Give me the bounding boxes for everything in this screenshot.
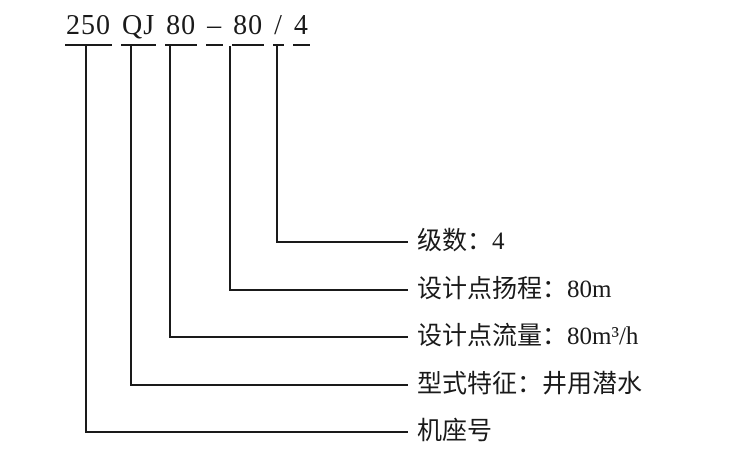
label-frame-number: 机座号 bbox=[417, 418, 493, 445]
model-segment-head-value: 80 bbox=[232, 10, 265, 46]
vline-design-head bbox=[229, 46, 231, 291]
model-segment-flow-value: 80 bbox=[165, 10, 198, 46]
vline-design-flow bbox=[169, 46, 171, 338]
model-segment-slash-separator: / bbox=[273, 10, 284, 46]
vline-stage-count bbox=[276, 46, 278, 243]
label-design-flow: 设计点流量：80m³/h bbox=[417, 323, 639, 350]
label-stage-count: 级数：4 bbox=[417, 228, 505, 255]
label-type-feature: 型式特征：井用潜水 bbox=[417, 371, 643, 398]
model-segment-type-code: QJ bbox=[121, 10, 157, 46]
model-segment-dash-separator: – bbox=[206, 10, 224, 46]
model-segment-frame-number: 250 bbox=[65, 10, 112, 46]
hline-design-flow bbox=[169, 336, 408, 338]
model-code: 250 QJ 80 – 80 / 4 bbox=[65, 10, 310, 46]
hline-frame-number bbox=[85, 431, 408, 433]
hline-type-feature bbox=[130, 384, 408, 386]
model-segment-stage-count: 4 bbox=[292, 10, 310, 46]
hline-stage-count bbox=[276, 241, 408, 243]
hline-design-head bbox=[229, 289, 408, 291]
label-design-head: 设计点扬程：80m bbox=[417, 276, 612, 303]
vline-frame-number bbox=[85, 46, 87, 433]
vline-type-feature bbox=[130, 46, 132, 386]
